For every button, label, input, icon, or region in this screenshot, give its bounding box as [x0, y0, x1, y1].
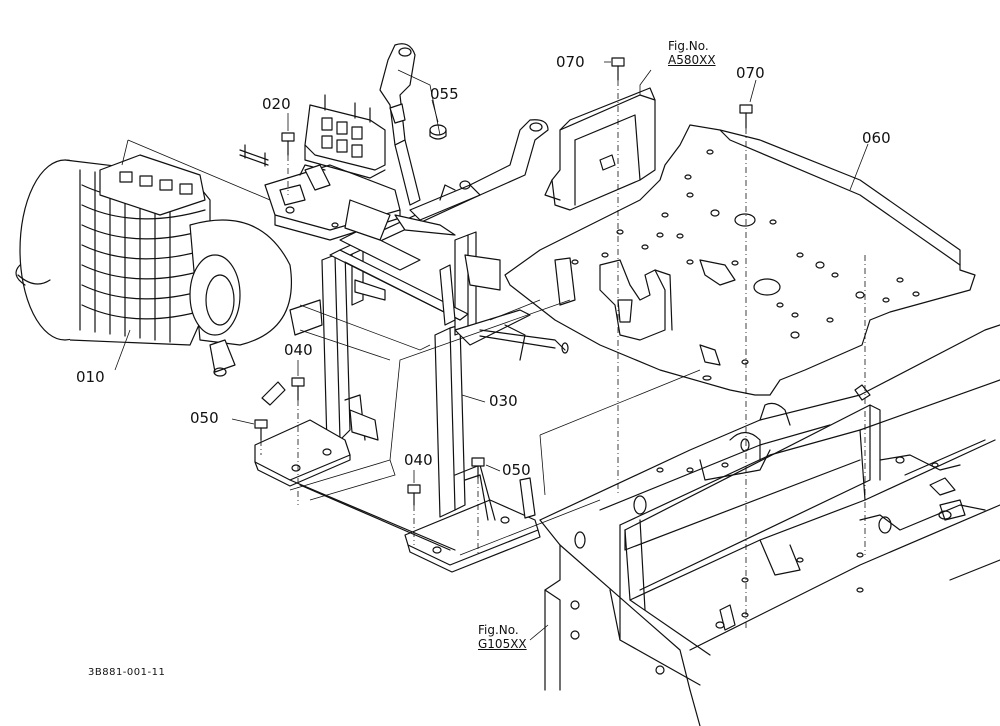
part-label-040-left: 040	[284, 341, 313, 359]
fig-ref-g105[interactable]: Fig.No. G105XX	[478, 623, 527, 652]
fig-ref-code: A580XX	[668, 52, 716, 67]
part-label-055: 055	[430, 85, 459, 103]
upper-bracket-a580	[544, 87, 656, 211]
chassis-frame	[539, 324, 1000, 726]
part-label-050-right: 050	[502, 461, 531, 479]
part-label-070-top: 070	[556, 53, 585, 71]
drawing-code: 3B881-001-11	[88, 667, 166, 678]
fig-ref-title: Fig.No.	[478, 623, 519, 637]
part-label-020: 020	[262, 95, 291, 113]
part-label-050-left: 050	[190, 409, 219, 427]
part-label-060: 060	[862, 129, 891, 147]
leader-lines	[114, 61, 869, 641]
fasteners	[254, 57, 753, 506]
floor-plate-060	[504, 124, 976, 396]
fig-ref-a580[interactable]: Fig.No. A580XX	[668, 39, 716, 68]
alignment-lines	[121, 69, 866, 630]
part-label-040-center: 040	[404, 451, 433, 469]
part-label-010: 010	[76, 368, 105, 386]
part-label-030: 030	[489, 392, 518, 410]
top-mount-bracket	[239, 43, 549, 241]
air-cleaner-010	[15, 154, 292, 377]
fig-ref-title: Fig.No.	[668, 39, 709, 53]
fig-ref-code: G105XX	[478, 636, 527, 651]
part-label-070-right: 070	[736, 64, 765, 82]
